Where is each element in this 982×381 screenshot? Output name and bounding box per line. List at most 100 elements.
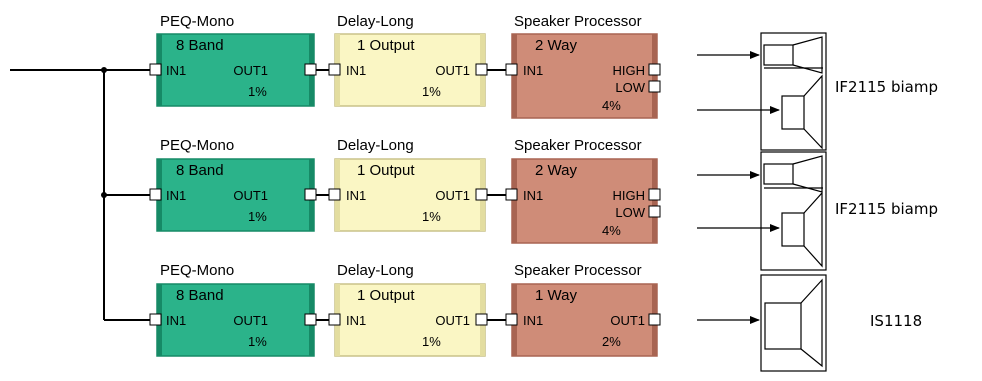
delay-body [334, 158, 486, 232]
delay-title: Delay-Long [337, 13, 414, 30]
sp-body [511, 33, 658, 119]
delay-out-port[interactable] [475, 188, 488, 201]
peq-out-port[interactable] [304, 188, 317, 201]
sp-mode: 2 Way [535, 162, 577, 179]
sp-edge-right [652, 34, 657, 118]
delay-mode: 1 Output [357, 162, 415, 179]
delay-out-label: OUT1 [435, 313, 470, 328]
peq-out-label: OUT1 [233, 313, 268, 328]
sp-out-port[interactable] [648, 313, 661, 326]
sp-body [511, 283, 658, 357]
delay-block[interactable]: Delay-Long 1 Output IN1 OUT1 1% [328, 13, 488, 107]
delay-load: 1% [422, 84, 441, 99]
sp-in-label: IN1 [523, 63, 543, 78]
delay-title: Delay-Long [337, 262, 414, 279]
peq-in-port[interactable] [149, 313, 162, 326]
peq-title: PEQ-Mono [160, 262, 234, 279]
delay-out-label: OUT1 [435, 188, 470, 203]
peq-body [156, 33, 315, 107]
sp-in-port[interactable] [505, 188, 518, 201]
delay-in-label: IN1 [346, 63, 366, 78]
sp-title: Speaker Processor [514, 262, 642, 279]
peq-out-port[interactable] [304, 313, 317, 326]
sp-out-label-high: HIGH [613, 63, 646, 78]
sp-title: Speaker Processor [514, 13, 642, 30]
delay-block[interactable]: Delay-Long 1 Output IN1 OUT1 1% [328, 262, 488, 357]
row-1: PEQ-Mono 8 Band IN1 OUT1 1% Delay-Long 1… [149, 13, 661, 119]
peq-block[interactable]: PEQ-Mono 8 Band IN1 OUT1 1% [149, 262, 317, 357]
sp-load: 2% [602, 334, 621, 349]
delay-in-label: IN1 [346, 313, 366, 328]
row-2: PEQ-Mono 8 Band IN1 OUT1 1% Delay-Long 1… [149, 137, 661, 244]
output-arrows [697, 51, 780, 324]
peq-out-port[interactable] [304, 63, 317, 76]
peq-body [156, 158, 315, 232]
delay-in-port[interactable] [328, 188, 341, 201]
row-3: PEQ-Mono 8 Band IN1 OUT1 1% Delay-Long 1… [149, 262, 661, 357]
sp-load: 4% [602, 223, 621, 238]
delay-in-label: IN1 [346, 188, 366, 203]
peq-body [156, 283, 315, 357]
speaker-processor-block[interactable]: Speaker Processor 2 Way IN1 HIGH LOW 4% [505, 13, 661, 119]
delay-mode: 1 Output [357, 37, 415, 54]
sp-out-label-low: LOW [615, 205, 645, 220]
sp-title: Speaker Processor [514, 137, 642, 154]
sp-out-port-high[interactable] [648, 63, 661, 76]
peq-in-port[interactable] [149, 188, 162, 201]
sp-edge-right [652, 159, 657, 243]
peq-mode: 8 Band [176, 287, 224, 304]
delay-out-label: OUT1 [435, 63, 470, 78]
delay-body [334, 283, 486, 357]
speaker-label: IS1118 [870, 312, 922, 330]
speaker-label: IF2115 biamp [835, 200, 938, 218]
sp-out-port-high[interactable] [648, 188, 661, 201]
peq-in-port[interactable] [149, 63, 162, 76]
sp-in-label: IN1 [523, 188, 543, 203]
sp-out-label-high: HIGH [613, 188, 646, 203]
peq-in-label: IN1 [166, 63, 186, 78]
delay-in-port[interactable] [328, 313, 341, 326]
peq-out-label: OUT1 [233, 63, 268, 78]
delay-title: Delay-Long [337, 137, 414, 154]
peq-title: PEQ-Mono [160, 137, 234, 154]
sp-in-port[interactable] [505, 63, 518, 76]
sp-mode: 1 Way [535, 287, 577, 304]
delay-out-port[interactable] [475, 313, 488, 326]
sp-body [511, 158, 658, 244]
speaker-processor-block[interactable]: Speaker Processor 2 Way IN1 HIGH LOW 4% [505, 137, 661, 244]
delay-in-port[interactable] [328, 63, 341, 76]
speaker-icon [760, 151, 827, 271]
peq-out-label: OUT1 [233, 188, 268, 203]
peq-block[interactable]: PEQ-Mono 8 Band IN1 OUT1 1% [149, 137, 317, 232]
peq-block[interactable]: PEQ-Mono 8 Band IN1 OUT1 1% [149, 13, 317, 107]
peq-load: 1% [248, 84, 267, 99]
sp-out-label-low: LOW [615, 80, 645, 95]
peq-mode: 8 Band [176, 37, 224, 54]
speaker-processor-block[interactable]: Speaker Processor 1 Way IN1 OUT1 2% [505, 262, 661, 357]
speaker-label: IF2115 biamp [835, 78, 938, 96]
peq-in-label: IN1 [166, 313, 186, 328]
peq-title: PEQ-Mono [160, 13, 234, 30]
peq-load: 1% [248, 334, 267, 349]
speaker-icon [760, 32, 827, 151]
sp-edge [512, 159, 517, 243]
delay-mode: 1 Output [357, 287, 415, 304]
delay-block[interactable]: Delay-Long 1 Output IN1 OUT1 1% [328, 137, 488, 232]
peq-in-label: IN1 [166, 188, 186, 203]
input-bus [10, 67, 157, 321]
sp-in-label: IN1 [523, 313, 543, 328]
sp-in-port[interactable] [505, 313, 518, 326]
sp-mode: 2 Way [535, 37, 577, 54]
peq-mode: 8 Band [176, 162, 224, 179]
delay-load: 1% [422, 334, 441, 349]
speaker-icon [760, 274, 827, 372]
sp-out-port-low[interactable] [648, 205, 661, 218]
peq-load: 1% [248, 209, 267, 224]
sp-out-port-low[interactable] [648, 80, 661, 93]
sp-out-label: OUT1 [610, 313, 645, 328]
delay-out-port[interactable] [475, 63, 488, 76]
sp-load: 4% [602, 98, 621, 113]
delay-load: 1% [422, 209, 441, 224]
sp-edge [512, 34, 517, 118]
